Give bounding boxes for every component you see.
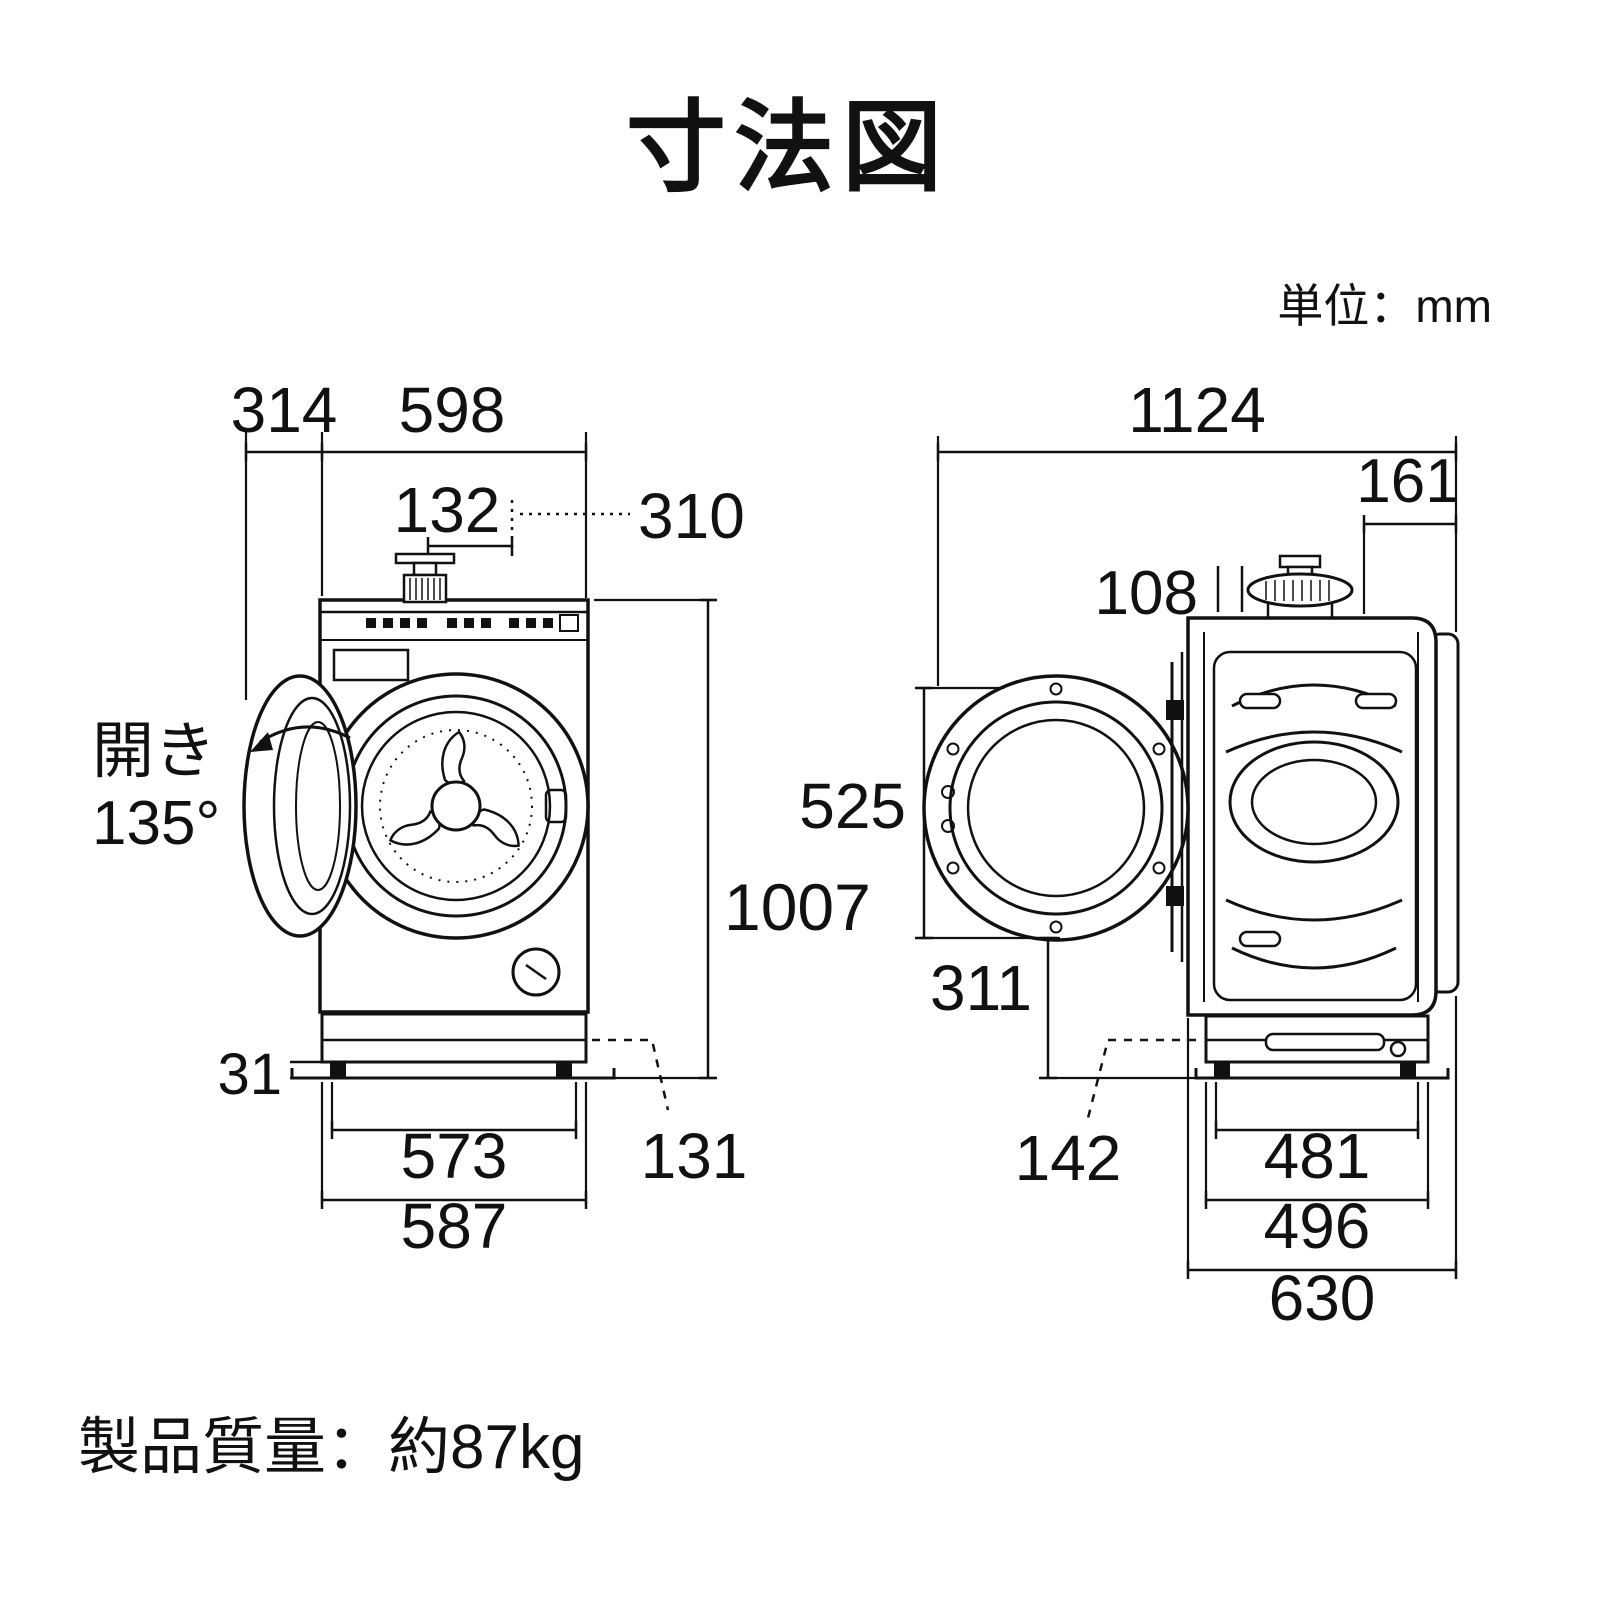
dim-label-314: 314 [231, 374, 338, 446]
dim-label-31: 31 [217, 1042, 282, 1107]
front-view-dimensions: 314 598 132 310 1007 31 573 587 131 開き 1… [92, 374, 871, 1262]
side-view-dimensions: 1124 161 108 525 311 142 481 496 630 [799, 374, 1460, 1334]
door-hinge [1166, 652, 1184, 962]
dim-label-496: 496 [1264, 1190, 1371, 1262]
front-view-machine [242, 552, 616, 1080]
drain-filter-cap [511, 947, 561, 997]
dim-label-573: 573 [401, 1120, 508, 1192]
dim-label-132: 132 [394, 474, 501, 546]
front-door-drum [322, 672, 590, 940]
dim-label-630: 630 [1269, 1262, 1376, 1334]
dim-label-598: 598 [399, 374, 506, 446]
dim-label-1007: 1007 [724, 870, 871, 944]
dim-label-131: 131 [641, 1120, 748, 1192]
dim-label-587: 587 [401, 1190, 508, 1262]
display-window [332, 648, 410, 682]
side-base [1194, 1014, 1450, 1080]
side-inlet-fitting [1246, 554, 1354, 618]
weight-note: 製品質量：約87kg [78, 1413, 584, 1482]
dim-label-108: 108 [1095, 559, 1198, 628]
dim-label-161: 161 [1356, 447, 1459, 516]
door-latch [544, 788, 568, 824]
front-base [290, 1012, 616, 1080]
unit-label: 単位：mm [1277, 280, 1492, 332]
dim-label-525: 525 [799, 770, 906, 842]
dim-label-1124: 1124 [1128, 374, 1266, 446]
side-open-door [922, 674, 1190, 942]
dim-label-311: 311 [930, 952, 1032, 1024]
door-open-label-line2: 135° [92, 789, 220, 858]
door-open-label-line1: 開き [92, 717, 216, 786]
dim-label-481: 481 [1264, 1120, 1371, 1192]
side-view-machine [922, 554, 1460, 1080]
front-inlet-fitting [394, 552, 456, 604]
front-open-door [242, 674, 358, 938]
page-title: 寸法図 [626, 92, 950, 204]
dim-label-310: 310 [638, 480, 745, 552]
dim-label-142: 142 [1015, 1122, 1122, 1194]
